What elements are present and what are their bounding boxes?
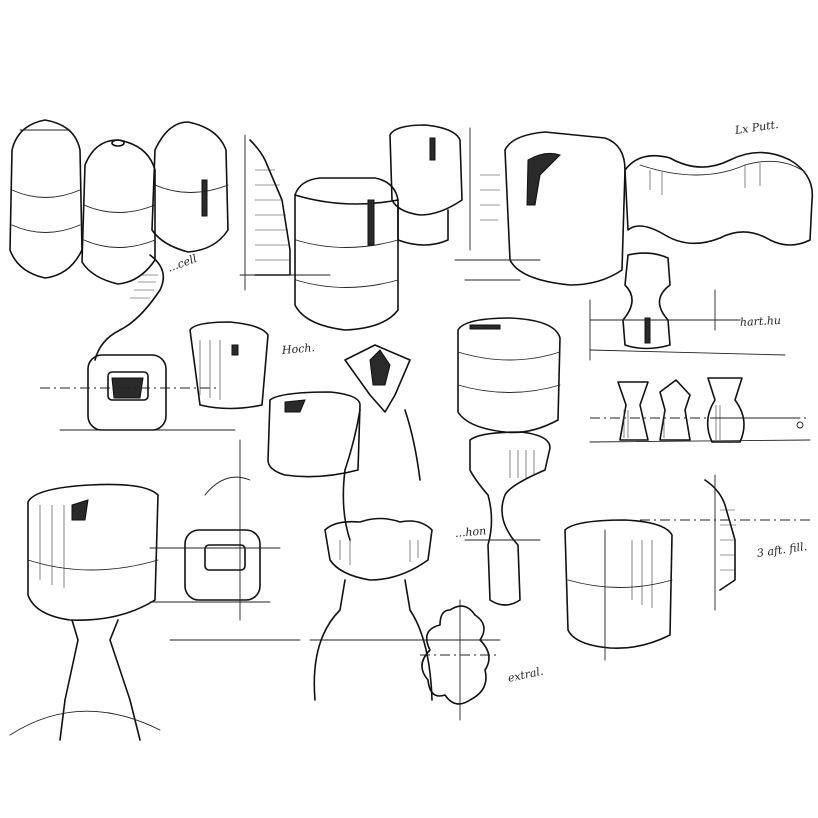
cup-vessel-top (389, 124, 471, 251)
note-hon: ...hon (454, 524, 487, 540)
section-profile-top (239, 134, 331, 291)
wavy-tray (624, 151, 814, 246)
note-hart: hart.hu (739, 313, 782, 329)
hourglass-center (464, 431, 551, 606)
hourglass-row (589, 377, 811, 443)
hourglass-right (589, 252, 786, 356)
fluted-bowl (309, 517, 501, 701)
angled-vessel (454, 131, 626, 286)
handled-cup (189, 321, 269, 410)
bottle-sketch-right (151, 121, 229, 253)
low-dish (267, 391, 361, 478)
square-vessel-top (294, 177, 399, 331)
small-rounded-box (149, 529, 281, 603)
hatch-strokes (130, 274, 158, 299)
loaf-vessel (457, 317, 561, 434)
bottle-sketch-left (9, 119, 83, 279)
construction-lines (169, 289, 804, 641)
small-square-cup (40, 354, 236, 431)
section-profile-bottom (640, 474, 810, 611)
connector-line (94, 254, 165, 361)
large-cup-bottom-left (9, 483, 161, 741)
spinning-top-vessel (342, 344, 421, 541)
square-bowl-bottom-right (564, 519, 673, 661)
flower-section (420, 599, 500, 721)
bottle-sketch-middle (81, 139, 156, 285)
